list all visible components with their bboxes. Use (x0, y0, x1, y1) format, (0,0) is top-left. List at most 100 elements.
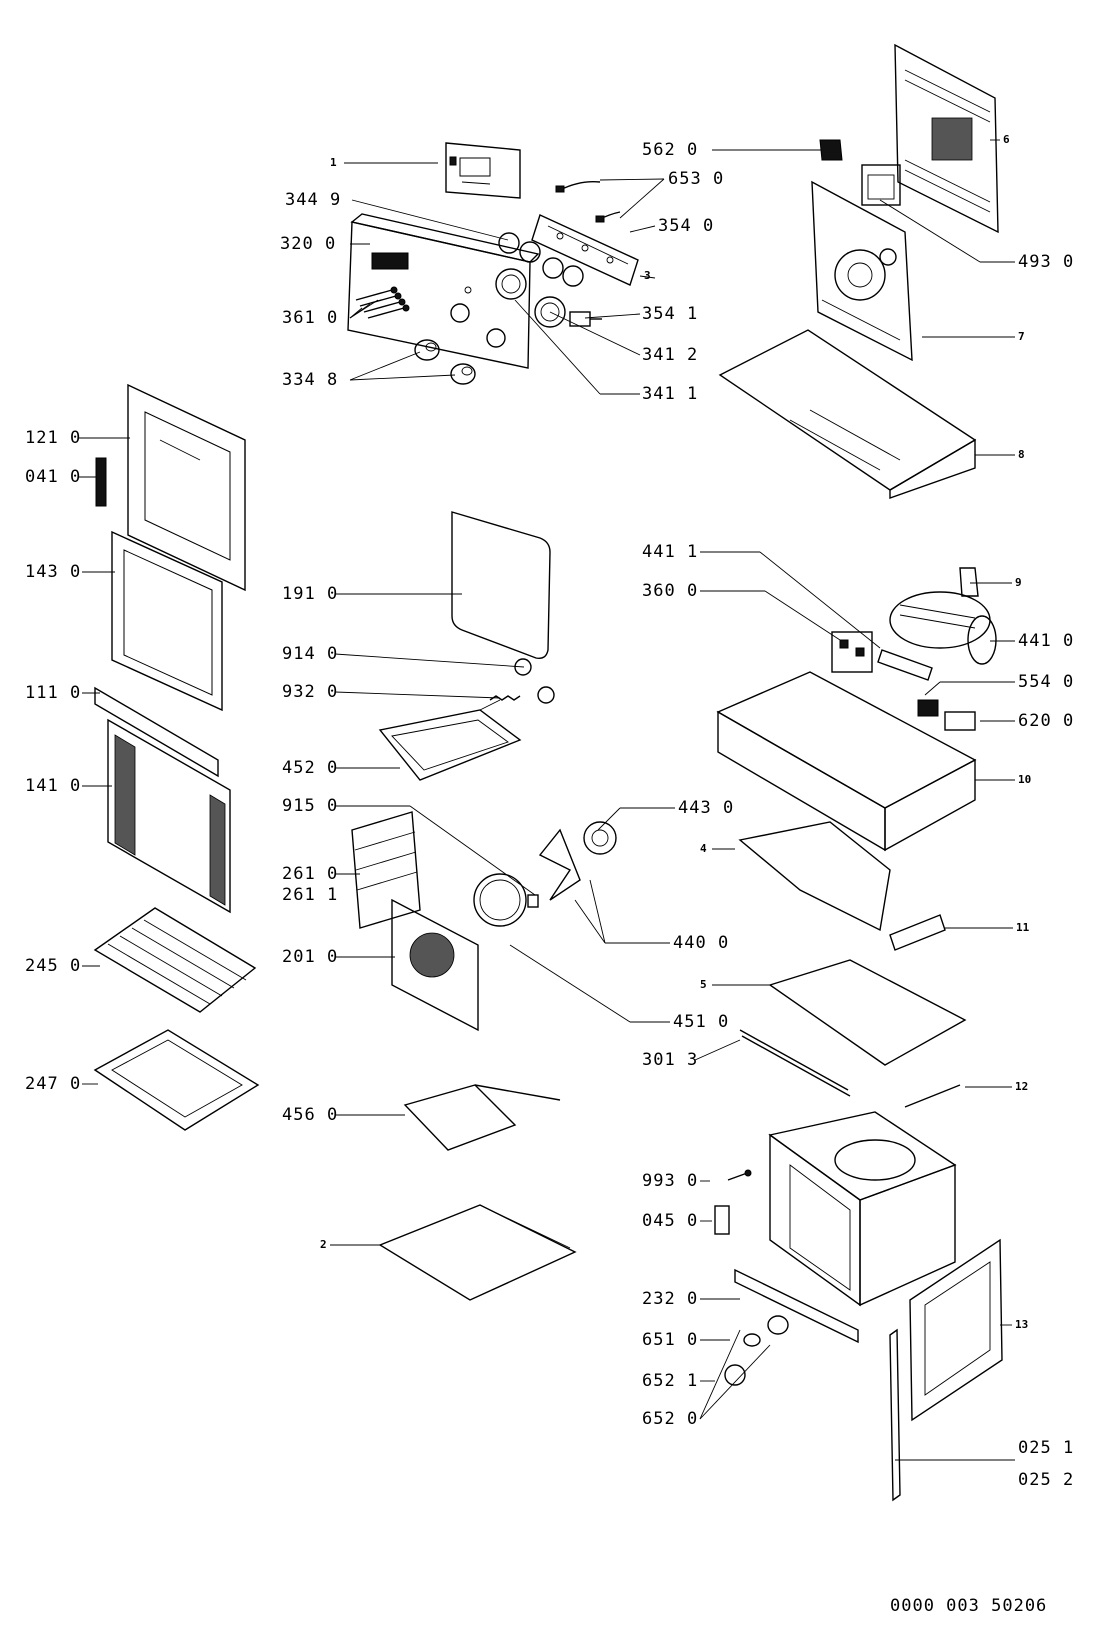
label-041-0: 041 0 (25, 467, 82, 487)
part-inner-glass-143 (111, 530, 223, 712)
label-5: 5 (700, 978, 707, 991)
part-oven-cavity (768, 1111, 957, 1307)
label-361-0: 361 0 (282, 308, 339, 328)
part-lamp-holder-354 (569, 311, 602, 327)
label-320-0: 320 0 (280, 234, 337, 254)
label-2: 2 (320, 1238, 327, 1251)
part-terminal-strip-441-1 (877, 649, 933, 681)
label-993-0: 993 0 (642, 1171, 699, 1191)
label-8: 8 (1018, 448, 1025, 461)
label-441-1: 441 1 (642, 542, 699, 562)
label-440-0: 440 0 (673, 933, 730, 953)
part-chassis-tray-10 (716, 671, 977, 852)
label-341-2: 341 2 (642, 345, 699, 365)
label-141-0: 141 0 (25, 776, 82, 796)
label-7: 7 (1018, 330, 1025, 343)
label-201-0: 201 0 (282, 947, 339, 967)
part-transformer-493 (861, 164, 901, 206)
label-121-0: 121 0 (25, 428, 82, 448)
label-652-1: 652 1 (642, 1371, 699, 1391)
document-number: 0000 003 50206 (890, 1596, 1048, 1616)
part-strip-12 (904, 1084, 961, 1108)
part-handle-111 (94, 686, 219, 778)
part-lamp-cover-652 (724, 1364, 746, 1386)
label-456-0: 456 0 (282, 1105, 339, 1125)
part-back-panel-7 (811, 180, 913, 362)
part-switch-562 (819, 139, 843, 161)
part-spring-932 (489, 686, 555, 704)
part-bracket-11 (889, 914, 946, 951)
label-914-0: 914 0 (282, 644, 339, 664)
part-lower-element-456 (403, 1084, 561, 1151)
label-932-0: 932 0 (282, 682, 339, 702)
part-control-panel-fascia (347, 213, 540, 369)
part-rail-301 (739, 1029, 851, 1097)
part-rings-341 (495, 268, 566, 328)
part-door-inner-frame-121 (127, 383, 246, 592)
label-6: 6 (1003, 133, 1010, 146)
label-915-0: 915 0 (282, 796, 339, 816)
label-045-0: 045 0 (642, 1211, 699, 1231)
part-fan-motor-441 (889, 591, 997, 665)
part-side-frame-13 (909, 1238, 1003, 1422)
part-grill-element-452 (378, 699, 522, 781)
part-plate-5 (768, 959, 967, 1066)
label-12: 12 (1015, 1080, 1029, 1093)
label-3: 3 (644, 269, 651, 282)
part-hinge-041 (95, 457, 107, 507)
leader-lines (78, 139, 1015, 1461)
part-top-cover-8 (718, 329, 977, 499)
part-clip-045 (714, 1205, 730, 1235)
part-baking-tray-247 (93, 1029, 260, 1131)
label-344-9: 344 9 (285, 190, 342, 210)
part-fan-shroud-201 (391, 898, 479, 1032)
label-441-0: 441 0 (1018, 631, 1075, 651)
label-13: 13 (1015, 1318, 1029, 1331)
part-fan-blade-443 (538, 821, 617, 901)
label-354-1: 354 1 (642, 304, 699, 324)
part-bottom-rail-232 (734, 1268, 859, 1344)
label-493-0: 493 0 (1018, 252, 1075, 272)
label-452-0: 452 0 (282, 758, 339, 778)
label-9: 9 (1015, 576, 1022, 589)
label-232-0: 232 0 (642, 1289, 699, 1309)
label-261-0: 261 0 (282, 864, 339, 884)
part-lamp-651 (743, 1315, 789, 1347)
label-301-3: 301 3 (642, 1050, 699, 1070)
part-heater-620 (944, 711, 976, 731)
label-562-0: 562 0 (642, 140, 699, 160)
part-nut-914 (514, 658, 532, 676)
label-111-0: 111 0 (25, 683, 82, 703)
part-bottom-plate-2 (378, 1204, 577, 1301)
part-control-label-plate (445, 142, 521, 199)
label-261-1: 261 1 (282, 885, 339, 905)
label-341-1: 341 1 (642, 384, 699, 404)
label-334-8: 334 8 (282, 370, 339, 390)
label-4: 4 (700, 842, 707, 855)
part-knob-shafts (355, 286, 410, 319)
label-1: 1 (330, 156, 337, 169)
label-10: 10 (1018, 773, 1032, 786)
part-fan-element-ring-451 (473, 873, 527, 927)
part-grid-shelf-245 (93, 907, 257, 1013)
label-451-0: 451 0 (673, 1012, 730, 1032)
part-rear-cover-6 (894, 43, 999, 234)
part-door-strip-025 (889, 1328, 901, 1502)
part-switch-554 (917, 699, 939, 717)
part-thermostat-344 (498, 232, 584, 287)
label-025-2: 025 2 (1018, 1470, 1075, 1490)
label-360-0: 360 0 (642, 581, 699, 601)
label-620-0: 620 0 (1018, 711, 1075, 731)
label-247-0: 247 0 (25, 1074, 82, 1094)
part-bracket-4 (738, 821, 891, 932)
part-terminal-board-3 (531, 214, 639, 286)
part-outer-door-141 (107, 718, 231, 914)
part-wire-653 (555, 180, 621, 223)
part-bolt-915 (527, 894, 539, 908)
label-025-1: 025 1 (1018, 1438, 1075, 1458)
label-651-0: 651 0 (642, 1330, 699, 1350)
part-control-knobs-334 (414, 339, 476, 385)
part-door-gasket-191 (451, 511, 551, 660)
